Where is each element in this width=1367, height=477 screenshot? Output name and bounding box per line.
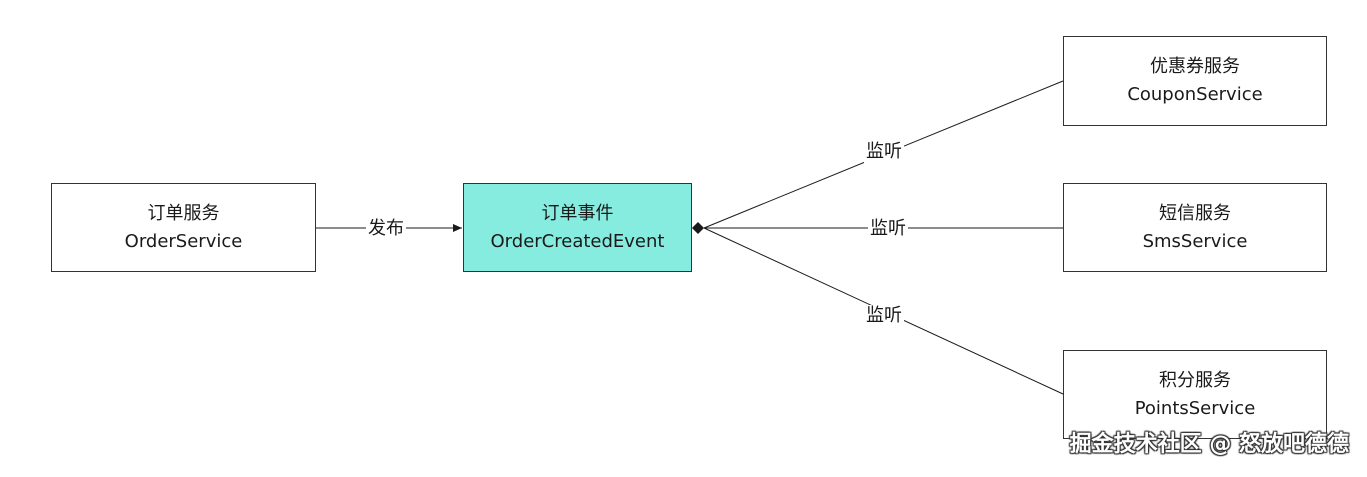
points-service-en-label: PointsService: [1134, 397, 1256, 419]
order-event-en-label: OrderCreatedEvent: [490, 230, 665, 252]
sms-listen-label: 监听: [868, 218, 908, 240]
order-event-cn-label: 订单事件: [541, 202, 614, 224]
points-listen-label: 监听: [864, 305, 904, 327]
coupon-listen-label: 监听: [864, 141, 904, 163]
sms-service-node: 短信服务 SmsService: [1063, 183, 1327, 272]
points-service-node: 积分服务 PointsService: [1063, 350, 1327, 439]
coupon-service-node: 优惠券服务 CouponService: [1063, 36, 1327, 126]
order-service-en-label: OrderService: [124, 230, 243, 252]
order-event-node: 订单事件 OrderCreatedEvent: [463, 183, 692, 272]
order-service-node: 订单服务 OrderService: [51, 183, 316, 272]
sms-service-cn-label: 短信服务: [1159, 202, 1231, 224]
sms-service-en-label: SmsService: [1142, 230, 1248, 252]
order-service-cn-label: 订单服务: [147, 202, 220, 224]
coupon-service-cn-label: 优惠券服务: [1150, 56, 1240, 77]
aggregation-diamond: [692, 222, 704, 234]
points-service-cn-label: 积分服务: [1159, 369, 1231, 391]
publish-edge-label: 发布: [366, 218, 406, 240]
watermark-text: 掘金技术社区 @ 怒放吧德德: [1069, 432, 1349, 457]
coupon-service-en-label: CouponService: [1127, 84, 1263, 105]
